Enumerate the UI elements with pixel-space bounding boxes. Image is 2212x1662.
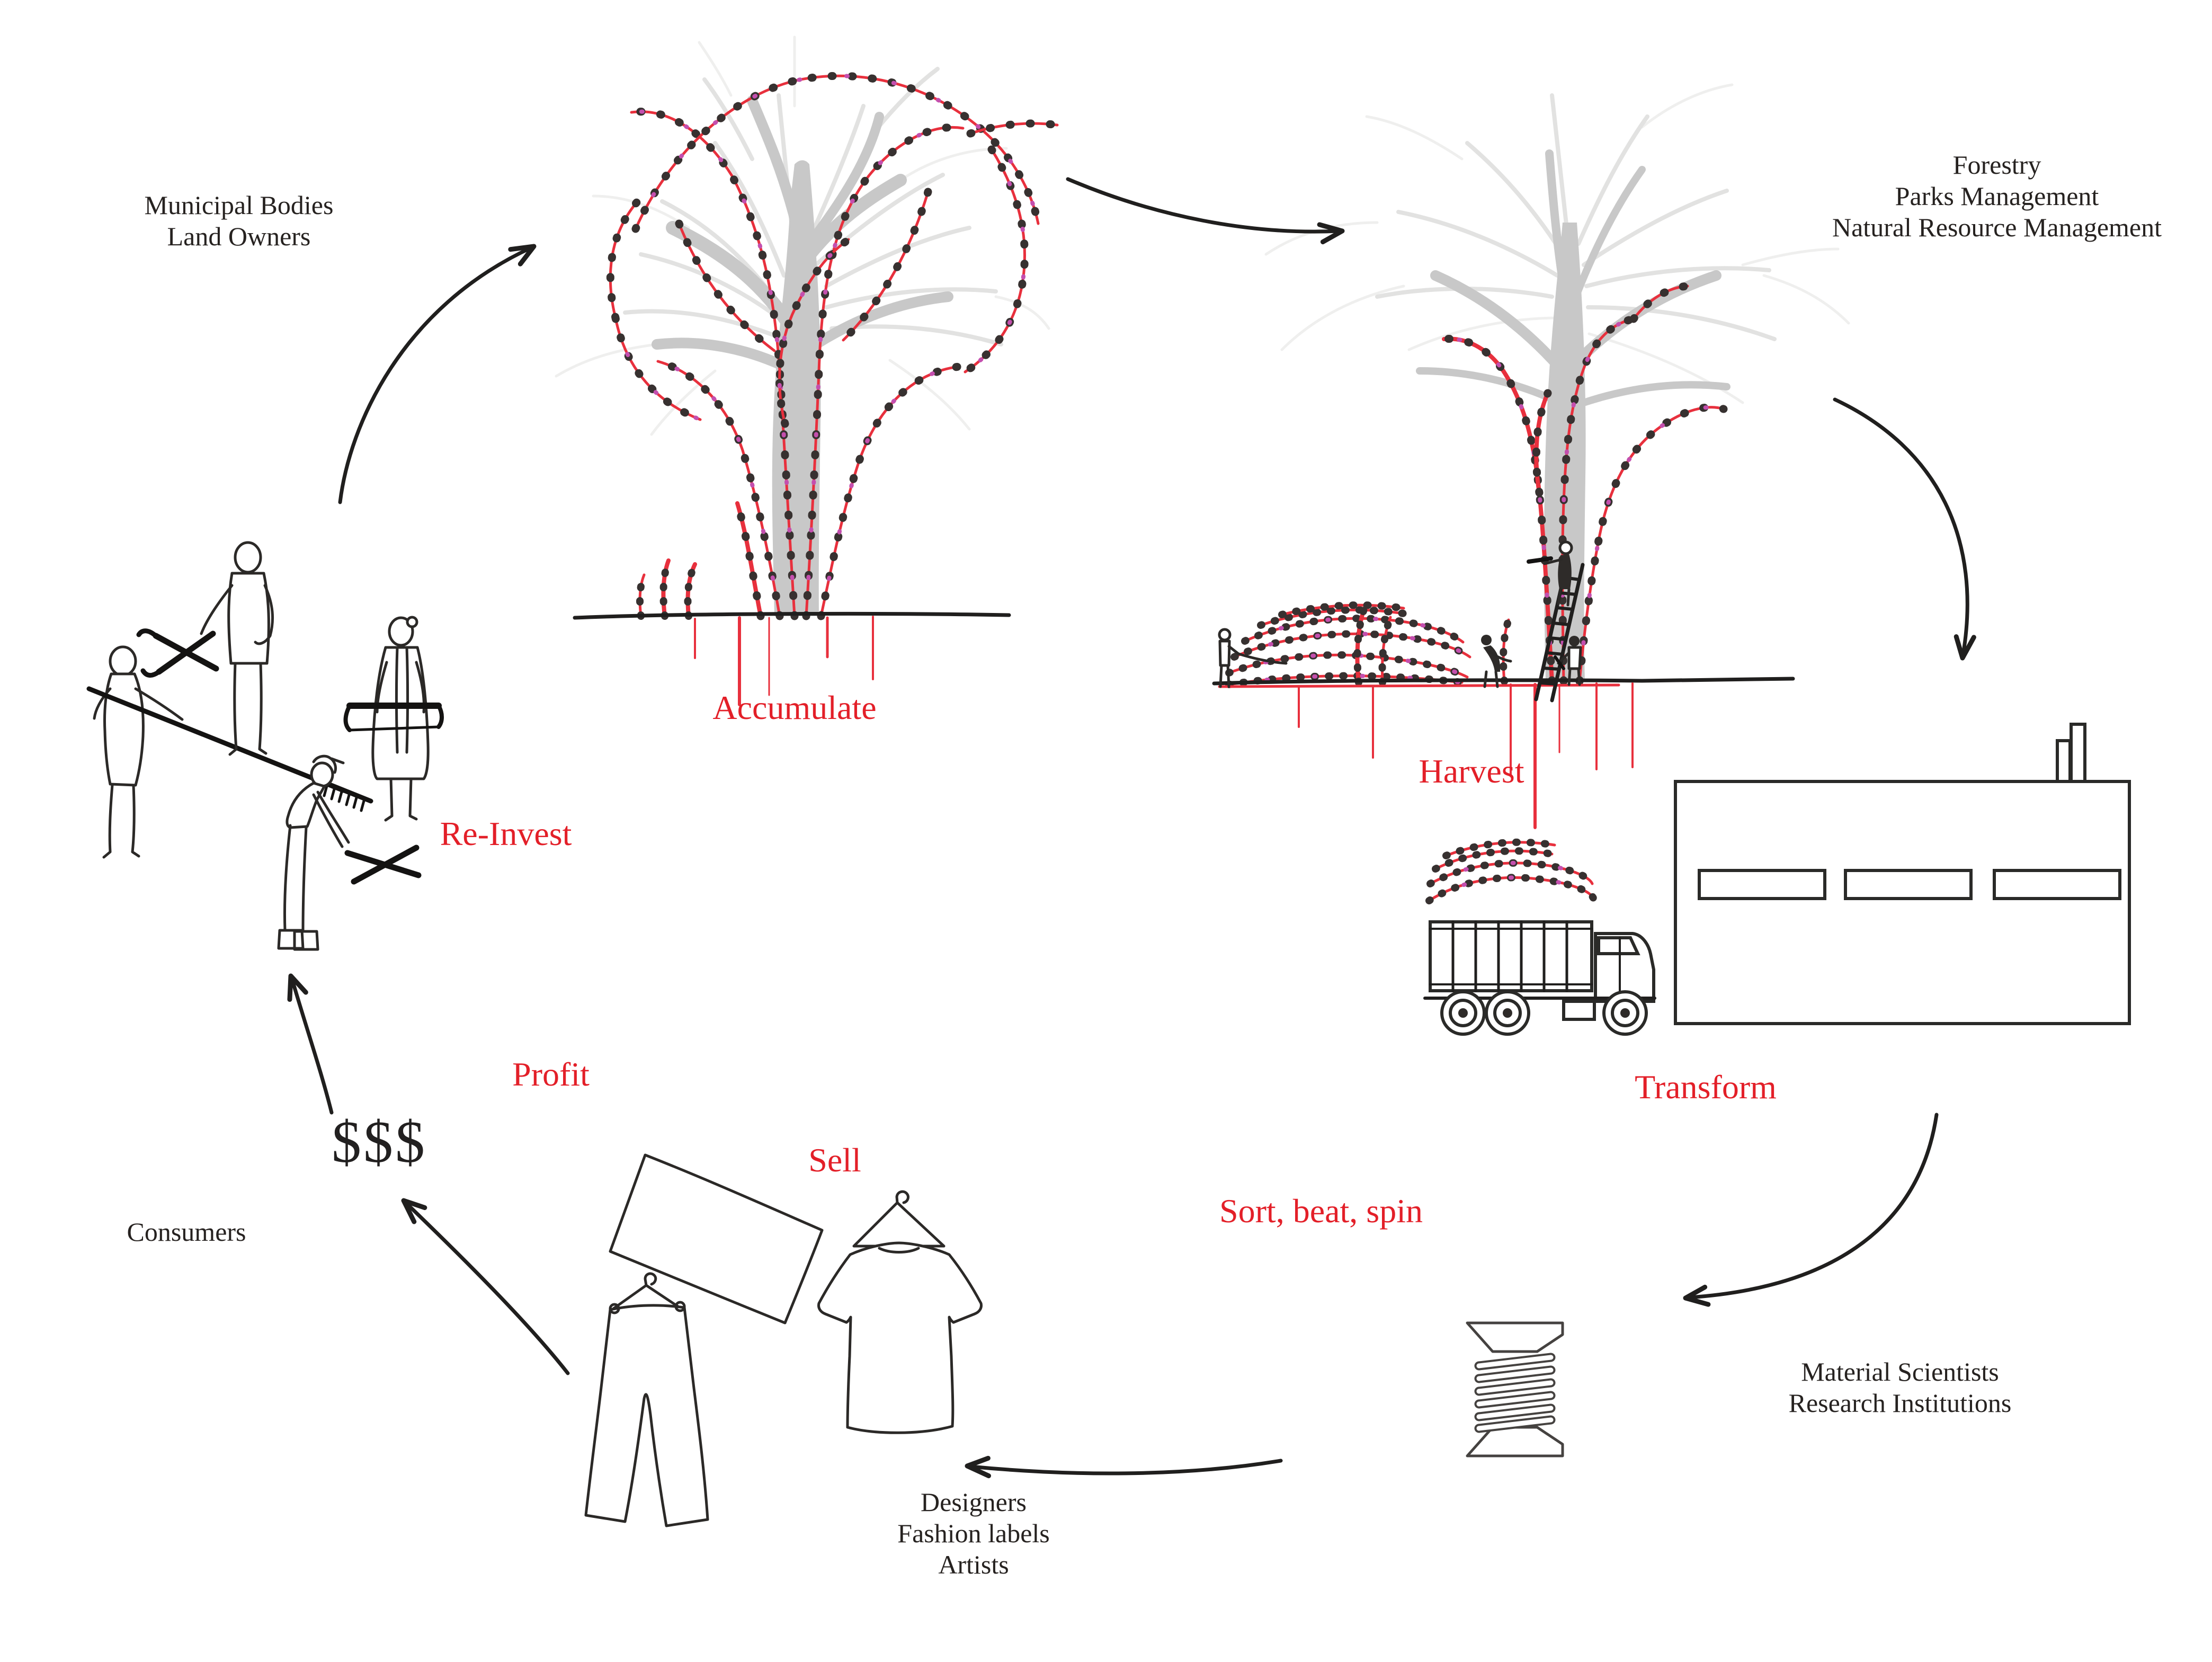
truck-cargo — [1429, 920, 1596, 1021]
truck-wheel — [1602, 990, 1648, 1036]
label-line: Municipal Bodies — [144, 190, 334, 220]
label-line: Land Owners — [167, 221, 311, 251]
factory-window — [1844, 869, 1973, 900]
factory-window — [1993, 869, 2121, 900]
harvest-workers — [1218, 540, 1582, 688]
label-line: Material Scientists — [1801, 1357, 1999, 1387]
worker-bent — [1481, 635, 1512, 688]
person-with-shears — [277, 754, 422, 951]
person-with-saw — [343, 616, 444, 822]
chimney-tall-icon — [2070, 723, 2086, 783]
label-material-scientists: Material Scientists Research Institution… — [1789, 1356, 2012, 1419]
stage-label-harvest: Harvest — [1419, 752, 1524, 790]
person-with-rake — [86, 645, 373, 859]
tree-harvest-icon — [1212, 83, 1850, 829]
truck-wheel — [1440, 990, 1486, 1036]
arrow-accumulate-to-harvest — [1066, 177, 1345, 245]
factory-body — [1674, 780, 2131, 1025]
factory-window — [1698, 869, 1826, 900]
hanger-icon — [612, 1272, 683, 1310]
arrow-profit-to-reinvest — [287, 973, 334, 1115]
label-line: Artists — [938, 1550, 1009, 1579]
truck-cab — [1594, 932, 1655, 1003]
ground-line-left — [573, 611, 1011, 620]
cycle-arrows — [287, 177, 1976, 1479]
truck-wheels — [1440, 990, 1648, 1036]
clothing-icons — [584, 1153, 983, 1527]
harvested-vine-pile — [1229, 605, 1470, 685]
worker-pulling-vine — [1218, 628, 1288, 688]
shears-icon — [344, 845, 422, 885]
worker-standing — [1554, 636, 1582, 686]
person-with-loppers — [136, 541, 274, 756]
factory-building-icon — [1674, 723, 2131, 1025]
truck-wheel — [1485, 990, 1530, 1036]
hanger-icon — [852, 1190, 946, 1248]
pants-icon — [584, 1272, 709, 1527]
fabric-sheet-icon — [609, 1153, 824, 1325]
reinvest-workers — [86, 541, 444, 951]
spool-windings — [1474, 1353, 1556, 1433]
thread-spool-icon — [1466, 1321, 1564, 1457]
tree-accumulate-roots — [694, 616, 874, 706]
stage-label-accumulate: Accumulate — [712, 689, 877, 726]
label-designers: Designers Fashion labels Artists — [897, 1487, 1049, 1580]
stage-label-sell: Sell — [808, 1141, 861, 1179]
chimney-short-icon — [2056, 739, 2072, 783]
tree-accumulate-icon — [555, 35, 1057, 706]
label-line: Research Institutions — [1788, 1388, 2012, 1418]
arrow-harvest-to-transform — [1833, 397, 1976, 661]
rake-icon — [86, 686, 346, 793]
label-line: Parks Management — [1895, 181, 2099, 211]
tree-accumulate-canopy — [555, 35, 1050, 616]
money-symbol: $$$ — [332, 1109, 427, 1175]
worker-on-ladder — [1527, 540, 1573, 607]
stage-label-sort-beat-spin: Sort, beat, spin — [1219, 1192, 1423, 1230]
loppers-icon — [136, 628, 219, 678]
tshirt-icon — [817, 1190, 983, 1434]
truck-icon — [1423, 842, 1656, 1036]
ground-line-right — [1212, 677, 1795, 686]
label-consumers: Consumers — [127, 1217, 246, 1247]
label-municipal-bodies: Municipal Bodies Land Owners — [145, 190, 334, 252]
label-line: Forestry — [1952, 150, 2041, 180]
arrow-spin-to-sell — [965, 1455, 1283, 1479]
label-line: Natural Resource Management — [1832, 212, 2162, 242]
saw-icon — [343, 703, 444, 732]
arrow-reinvest-to-accumulate — [338, 244, 537, 504]
tree-harvest-canopy — [1264, 83, 1850, 681]
stage-label-profit: Profit — [512, 1055, 590, 1093]
stage-label-transform: Transform — [1635, 1068, 1777, 1106]
label-line: Designers — [921, 1487, 1027, 1517]
arrow-transform-to-spin — [1683, 1113, 1939, 1307]
tree-harvest-roots — [1298, 682, 1634, 829]
label-line: Fashion labels — [897, 1518, 1050, 1548]
label-forestry: Forestry Parks Management Natural Resour… — [1832, 149, 2162, 243]
arrow-sell-to-profit — [401, 1198, 570, 1375]
truck-load-vines — [1429, 842, 1593, 901]
stage-label-reinvest: Re-Invest — [440, 815, 572, 852]
